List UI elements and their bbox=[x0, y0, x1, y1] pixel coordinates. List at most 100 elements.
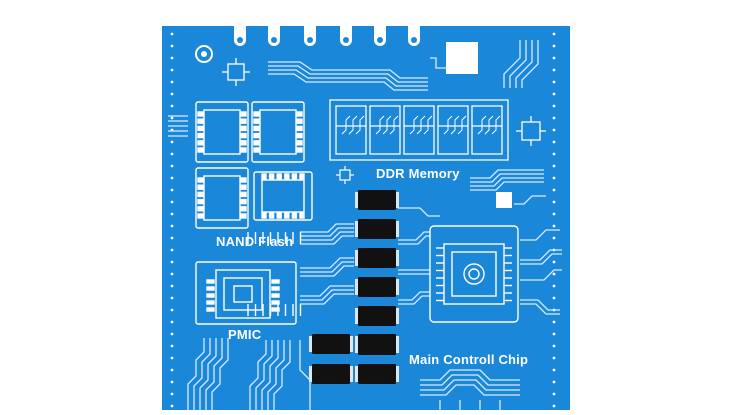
castellated-pads bbox=[234, 26, 420, 46]
via bbox=[552, 356, 556, 360]
castellation-pad bbox=[234, 26, 246, 46]
via bbox=[552, 392, 556, 396]
pmic-pin bbox=[206, 300, 215, 305]
nand-die bbox=[259, 109, 297, 155]
via bbox=[552, 320, 556, 324]
ddr-trace bbox=[341, 115, 351, 135]
white-pad-small bbox=[496, 192, 512, 208]
via bbox=[170, 176, 174, 180]
memory-chip bbox=[358, 334, 396, 354]
via bbox=[170, 356, 174, 360]
ddr-cell bbox=[471, 105, 503, 155]
controller-core-ring bbox=[463, 263, 485, 285]
ddr-cell bbox=[437, 105, 469, 155]
ddr-traces bbox=[470, 169, 546, 205]
top-traces bbox=[268, 40, 539, 91]
memory-chip bbox=[358, 190, 396, 210]
edge-vias bbox=[170, 32, 556, 408]
nand-package bbox=[251, 101, 305, 163]
via bbox=[170, 212, 174, 216]
nand-pin bbox=[261, 173, 267, 180]
nand-pin bbox=[197, 184, 204, 190]
via bbox=[170, 332, 174, 336]
via bbox=[170, 296, 174, 300]
via bbox=[552, 368, 556, 372]
via bbox=[552, 272, 556, 276]
via bbox=[552, 188, 556, 192]
left-traces bbox=[168, 115, 188, 137]
nand-pin bbox=[197, 132, 204, 139]
ddr-trace bbox=[477, 115, 487, 135]
nand-pin bbox=[240, 111, 247, 117]
memory-chip bbox=[312, 364, 350, 384]
via bbox=[170, 344, 174, 348]
ddr-trace bbox=[348, 115, 358, 135]
ddr-trace bbox=[484, 115, 494, 135]
castellation-pad bbox=[304, 26, 316, 46]
nand-pin bbox=[240, 213, 247, 219]
nand-pin bbox=[197, 125, 204, 132]
nand-pin bbox=[197, 191, 204, 198]
ddr-trace bbox=[491, 115, 501, 135]
nand-pin bbox=[253, 111, 260, 117]
pmic-label: PMIC bbox=[228, 327, 262, 342]
via bbox=[170, 80, 174, 84]
castellation-hole bbox=[307, 37, 313, 43]
ddr-memory-label: DDR Memory bbox=[376, 166, 460, 181]
via bbox=[170, 140, 174, 144]
nand-pin bbox=[197, 147, 204, 153]
via bbox=[170, 260, 174, 264]
via bbox=[170, 272, 174, 276]
pmic-pin bbox=[271, 279, 280, 284]
nand-pin bbox=[296, 132, 303, 139]
nand-pin bbox=[240, 132, 247, 139]
ddr-trace bbox=[409, 115, 419, 135]
nand-package bbox=[195, 101, 249, 163]
via bbox=[552, 344, 556, 348]
via bbox=[170, 308, 174, 312]
nand-pin bbox=[296, 118, 303, 124]
controller-package bbox=[443, 243, 505, 305]
pmic-pin bbox=[271, 307, 280, 312]
via bbox=[170, 224, 174, 228]
via bbox=[552, 176, 556, 180]
via bbox=[552, 284, 556, 288]
via bbox=[552, 212, 556, 216]
via bbox=[170, 92, 174, 96]
via bbox=[170, 392, 174, 396]
ddr-trace bbox=[375, 115, 385, 135]
nand-pin bbox=[296, 111, 303, 117]
nand-pin bbox=[284, 212, 290, 219]
ddr-memory-module bbox=[329, 99, 509, 161]
via bbox=[552, 104, 556, 108]
nand-package bbox=[195, 167, 249, 229]
nand-die bbox=[261, 179, 305, 213]
via bbox=[170, 188, 174, 192]
castellation-hole bbox=[237, 37, 243, 43]
nand-pin bbox=[253, 118, 260, 124]
memory-chip bbox=[358, 277, 396, 297]
ddr-trace bbox=[382, 115, 392, 135]
controller-core bbox=[468, 268, 480, 280]
via bbox=[552, 116, 556, 120]
nand-pin bbox=[240, 206, 247, 212]
nand-pin bbox=[197, 177, 204, 183]
controller-outline bbox=[429, 225, 519, 323]
ddr-cell bbox=[403, 105, 435, 155]
pmic-pin bbox=[271, 293, 280, 298]
nand-pin bbox=[240, 118, 247, 124]
pmic-pin bbox=[206, 286, 215, 291]
via bbox=[170, 236, 174, 240]
nand-pin bbox=[240, 125, 247, 132]
via bbox=[170, 404, 174, 408]
ddr-trace bbox=[450, 115, 460, 135]
castellation-pad bbox=[340, 26, 352, 46]
nand-pin bbox=[240, 177, 247, 183]
nand-pin bbox=[197, 206, 204, 212]
ddr-trace bbox=[423, 115, 433, 135]
pmic-core bbox=[233, 285, 253, 303]
via bbox=[170, 44, 174, 48]
nand-pin bbox=[276, 212, 282, 219]
via bbox=[170, 248, 174, 252]
